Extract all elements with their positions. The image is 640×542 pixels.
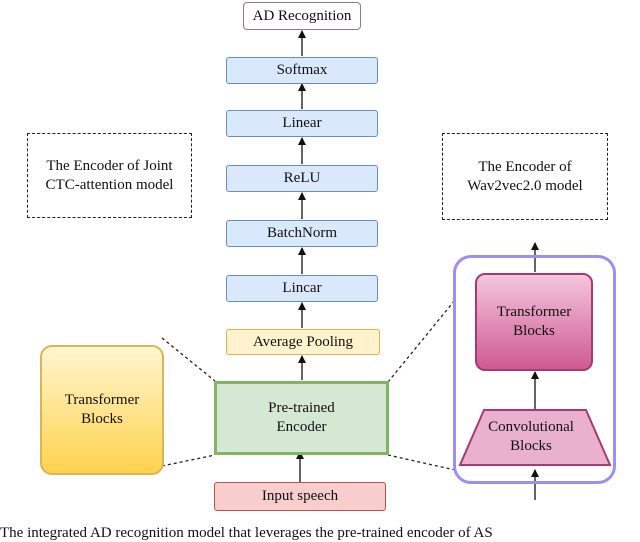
conv-label-line2: Blocks <box>510 438 552 454</box>
linear-block-top: Linear <box>226 110 378 137</box>
zoom-line-right-bottom <box>387 454 456 471</box>
pretrained-encoder-block: Pre-trained Encoder <box>214 381 389 455</box>
convolutional-blocks-shape <box>458 409 612 466</box>
average-pooling-label: Average Pooling <box>252 333 354 350</box>
joint-ctc-encoder-note: The Encoder of Joint CTC-attention model <box>27 133 192 218</box>
input-speech-block: Input speech <box>214 482 386 511</box>
zoom-line-left-top <box>161 337 216 382</box>
average-pooling-block: Average Pooling <box>226 329 380 355</box>
zoom-line-right-top <box>387 299 456 383</box>
relu-label: ReLU <box>283 170 321 186</box>
ad-recognition-block: AD Recognition <box>243 2 361 30</box>
convolutional-blocks-label: Convolutional Blocks <box>452 418 610 456</box>
softmax-label: Softmax <box>276 62 328 78</box>
wav2vec-encoder-outline <box>453 255 616 484</box>
wav2vec-encoder-note: The Encoder of Wav2vec2.0 model <box>442 133 608 220</box>
softmax-block: Softmax <box>226 57 378 84</box>
left-transformer-line2: Blocks <box>81 411 123 427</box>
right-transformer-blocks: Transformer Blocks <box>475 273 593 371</box>
encoder-label-line2: Encoder <box>276 419 327 435</box>
wav2vec-note-line2: Wav2vec2.0 model <box>467 177 583 194</box>
batchnorm-block: BatchNorm <box>226 220 378 247</box>
joint-ctc-note-line1: The Encoder of Joint <box>46 157 173 174</box>
batchnorm-label: BatchNorm <box>267 225 337 241</box>
encoder-label-line1: Pre-trained <box>268 400 335 416</box>
left-transformer-line1: Transformer <box>64 392 140 408</box>
wav2vec-note-line1: The Encoder of <box>478 158 572 175</box>
linear-block-bottom: Lincar <box>226 275 378 302</box>
conv-label-line1: Convolutional <box>488 419 574 435</box>
input-speech-label: Input speech <box>261 488 339 504</box>
linear-top-label: Linear <box>282 115 322 131</box>
left-transformer-blocks: Transformer Blocks <box>40 345 164 475</box>
zoom-line-left-bottom <box>161 454 216 467</box>
right-transformer-line2: Blocks <box>513 323 555 339</box>
joint-ctc-note-line2: CTC-attention model <box>45 176 174 193</box>
linear-bottom-label: Lincar <box>282 280 322 296</box>
right-transformer-line1: Transformer <box>496 304 572 320</box>
figure-caption: The integrated AD recognition model that… <box>0 525 493 541</box>
relu-block: ReLU <box>226 165 378 192</box>
ad-recognition-label: AD Recognition <box>252 7 352 24</box>
